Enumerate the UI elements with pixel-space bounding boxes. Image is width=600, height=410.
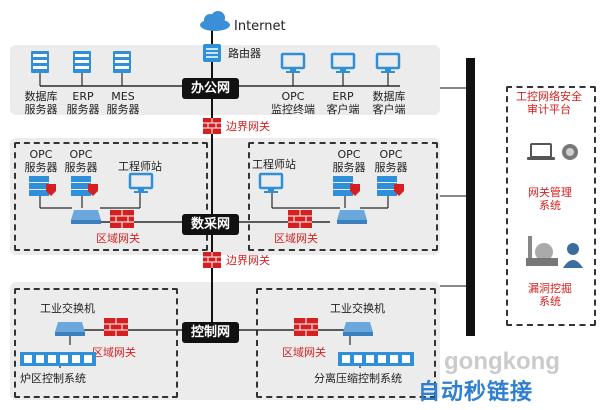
mes-server-icon <box>113 51 131 73</box>
internet-label: Internet <box>234 19 286 34</box>
switch-icon <box>337 210 367 224</box>
collection-network-badge: 数采网 <box>182 214 240 235</box>
collection-device-label: 工程师站 <box>252 158 296 171</box>
opc-server-icon <box>377 176 404 196</box>
switch-icon <box>343 322 373 336</box>
switch-icon <box>71 210 101 224</box>
area-gateway-label: 区域网关 <box>274 232 318 245</box>
firewall-icon <box>110 210 134 228</box>
watermark-text: gongkong <box>444 348 560 375</box>
control-left-area <box>14 288 178 398</box>
audit-platform-title: 工控网络安全审计平台 <box>516 90 582 116</box>
collection-left-area <box>14 142 208 251</box>
monitor-icon <box>280 52 306 73</box>
collection-device-label: 工程师站 <box>118 160 162 173</box>
router-icon <box>203 44 221 62</box>
area-gateway-label: 区域网关 <box>96 232 140 245</box>
opc-server-icon <box>333 176 360 196</box>
opc-server-icon <box>71 176 98 196</box>
vulnerability-mining-label: 漏洞挖掘系统 <box>528 282 572 308</box>
control-network-badge: 控制网 <box>182 322 240 343</box>
audit-platform-area <box>506 86 596 326</box>
cloud-icon <box>200 11 230 31</box>
area-gateway-label: 区域网关 <box>92 346 136 359</box>
plant-equipment-icon <box>526 236 558 266</box>
collection-right-area <box>248 142 438 251</box>
industrial-switch-label: 工业交换机 <box>40 302 95 315</box>
workstation-icon <box>258 172 284 193</box>
camera-icon <box>562 144 578 160</box>
control-system-label: 炉区控制系统 <box>20 372 86 385</box>
laptop-icon <box>527 143 555 160</box>
boundary-gateway-label: 边界网关 <box>226 120 270 133</box>
gateway-management-label: 网关管理系统 <box>528 186 572 212</box>
boundary-gateway-label: 边界网关 <box>226 254 270 267</box>
workstation-icon <box>128 172 154 193</box>
office-device-label: 数据库客户端 <box>372 90 406 116</box>
watermark-brand: 自动秒链接 <box>418 380 534 405</box>
control-system-label: 分离压缩控制系统 <box>314 372 402 385</box>
router-label: 路由器 <box>228 47 261 60</box>
firewall-icon <box>203 252 221 268</box>
database-server-icon <box>31 51 49 73</box>
office-device-label: 数据库服务器 <box>24 90 58 116</box>
monitor-icon <box>330 52 356 73</box>
erp-server-icon <box>73 51 91 73</box>
office-network-badge: 办公网 <box>182 78 240 99</box>
controller-rack-icon <box>20 352 96 366</box>
control-right-area <box>256 288 436 398</box>
firewall-icon <box>294 318 318 336</box>
opc-server-icon <box>29 176 56 196</box>
firewall-icon <box>288 210 312 228</box>
firewall-icon <box>203 118 221 134</box>
controller-rack-icon <box>338 352 414 366</box>
industrial-switch-label: 工业交换机 <box>330 302 385 315</box>
user-icon <box>563 243 583 268</box>
switch-icon <box>55 322 85 336</box>
area-gateway-label: 区域网关 <box>282 346 326 359</box>
firewall-icon <box>104 318 128 336</box>
monitor-icon <box>375 52 401 73</box>
